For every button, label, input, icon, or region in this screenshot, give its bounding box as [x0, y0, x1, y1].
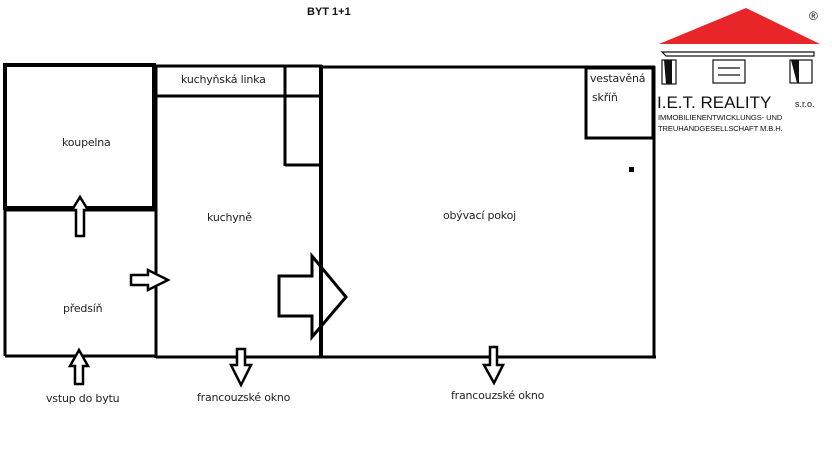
logo-line-1: IMMOBILIENENTWICKLUNGS- UND [658, 113, 783, 122]
plan-title: BYT 1+1 [307, 6, 351, 18]
arrow-entrance-icon [67, 347, 91, 386]
marker-dot [629, 167, 634, 172]
logo-line-2: TREUHANDGESELLSCHAFT M.B.H. [658, 124, 783, 133]
arrow-right-to-living-room-icon [277, 251, 348, 342]
label-kuchynska-linka: kuchyňská linka [181, 73, 266, 86]
logo-suffix: s.r.o. [795, 99, 815, 109]
label-skrin: skříň [592, 91, 618, 104]
label-obyvaci-pokoj: obývací pokoj [443, 209, 516, 222]
label-koupelna: koupelna [62, 136, 111, 149]
kitchen-counter [157, 66, 320, 167]
label-predsin: předsíň [63, 302, 103, 315]
label-entrance: vstup do bytu [46, 392, 120, 405]
logo-company-name: I.E.T. REALITY [657, 93, 772, 112]
arrow-right-to-kitchen-icon [129, 267, 171, 293]
registered-mark: ® [809, 9, 818, 23]
arrow-up-to-koupelna-icon [69, 194, 91, 238]
label-kuchyne: kuchyně [207, 211, 252, 224]
arrow-down-kitchen-window-icon [228, 347, 254, 388]
wardrobe-walls [584, 66, 655, 140]
label-kitchen-window: francouzské okno [197, 391, 291, 404]
arrow-down-living-window-icon [481, 345, 506, 386]
label-living-window: francouzské okno [451, 389, 545, 402]
iet-logo-icon [659, 8, 820, 85]
label-vestavena: vestavěná [590, 72, 646, 85]
